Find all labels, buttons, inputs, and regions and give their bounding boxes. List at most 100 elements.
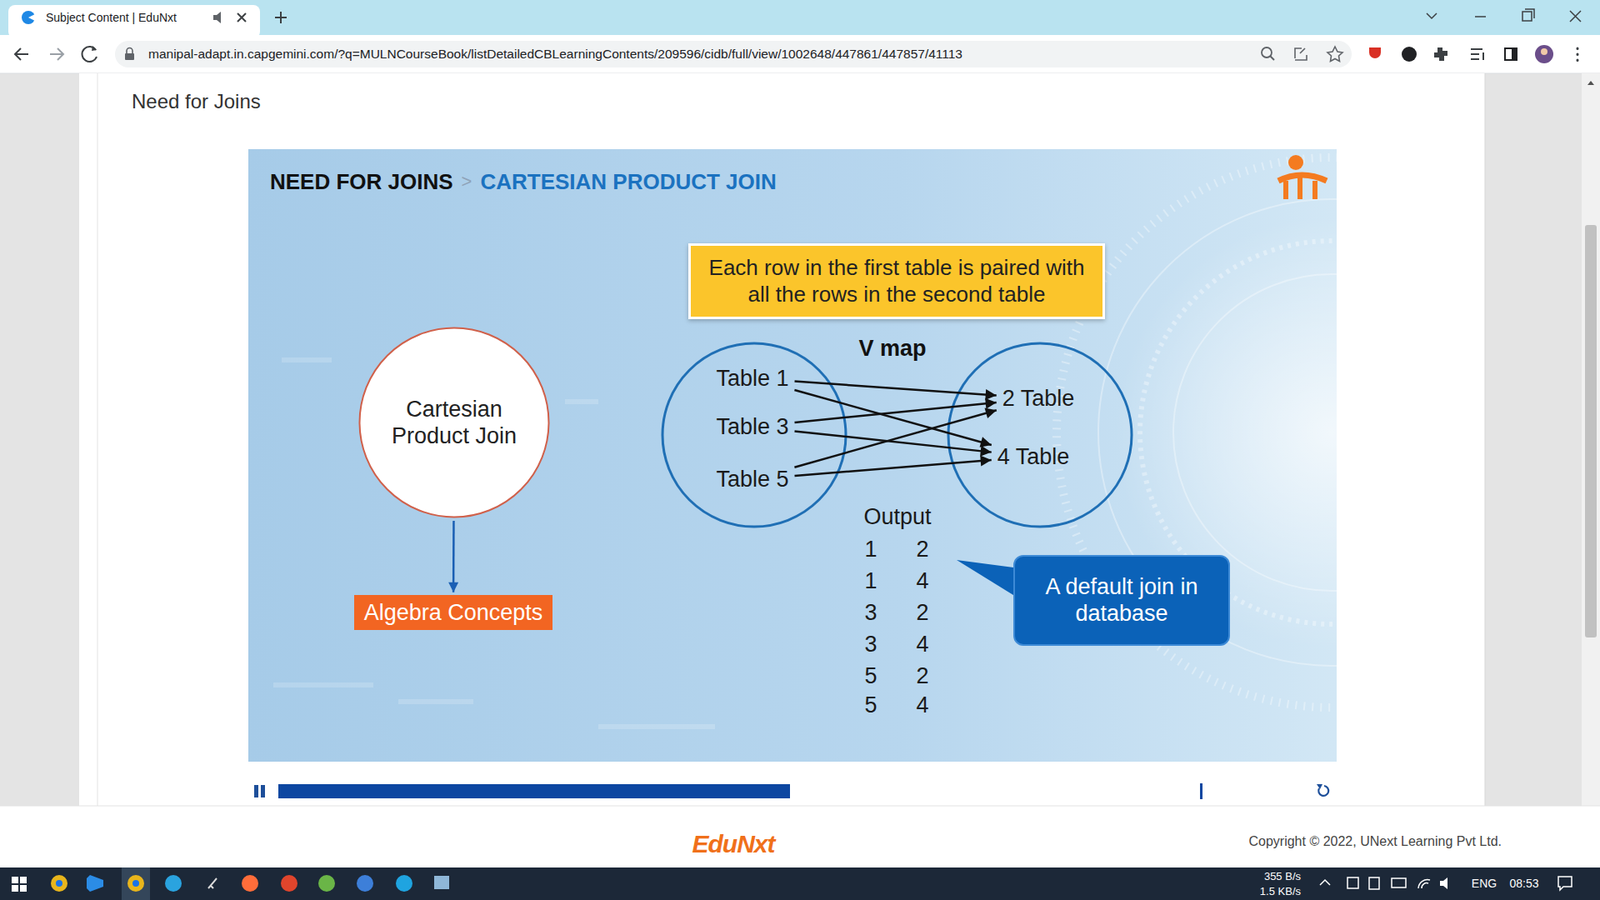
node-text: Algebra Concepts <box>364 599 544 626</box>
concept-circle: Cartesian Product Join <box>358 326 550 519</box>
app-icon <box>86 875 104 892</box>
output-cell: 3 <box>864 631 877 658</box>
mute-icon <box>213 11 221 24</box>
favicon-mark <box>28 14 36 21</box>
set-circle <box>948 343 1132 527</box>
output-cell: 1 <box>864 536 877 563</box>
slide-title-part: NEED FOR JOINS <box>270 169 454 195</box>
copyright: Copyright © 2022, UNext Learning Pvt Ltd… <box>1248 834 1502 850</box>
bookmark-icon <box>1327 46 1343 62</box>
url-text: manipal-adapt.in.capgemini.com/?q=MULNCo… <box>148 46 963 62</box>
node-text: Each row in the first table is paired wi… <box>705 254 1088 309</box>
language-indicator: ENG <box>1471 876 1497 890</box>
reload-icon <box>82 46 97 62</box>
connector-arrow <box>795 460 992 476</box>
lock-shackle <box>126 48 133 55</box>
connector-arrow <box>452 520 455 593</box>
app-icon <box>55 880 63 887</box>
banner-note: Each row in the first table is paired wi… <box>688 243 1105 320</box>
output-heading: Output <box>863 504 931 530</box>
new-tab-icon <box>275 11 287 24</box>
set-circle <box>662 343 846 527</box>
app-icon <box>356 875 374 892</box>
output-cell: 2 <box>915 600 929 626</box>
connector-arrow <box>795 430 992 452</box>
network-speed: 355 B/s <box>1264 870 1301 884</box>
profile-avatar <box>1535 45 1554 64</box>
footer <box>0 805 1600 868</box>
restore-icon <box>1522 11 1532 21</box>
start-button <box>11 876 27 892</box>
card-border <box>97 73 99 806</box>
connector-arrow <box>794 410 996 468</box>
forward-icon <box>50 48 64 60</box>
output-cell: 4 <box>915 692 929 719</box>
tray-icon <box>1369 877 1380 890</box>
slide: NEED FOR JOINS>CARTESIAN PRODUCT JOINV m… <box>248 149 1337 762</box>
progress-bar <box>278 784 790 799</box>
footer-border <box>0 805 1600 807</box>
volume-icon <box>1440 877 1448 890</box>
progress-marker <box>1200 783 1203 800</box>
table-label: 4 Table <box>994 441 1074 472</box>
scroll-up <box>1587 80 1595 85</box>
table-label: Table 5 <box>712 464 792 495</box>
slide-heading: NEED FOR JOINS > CARTESIAN PRODUCT JOIN <box>270 169 777 195</box>
node-text: 2 Table <box>1002 385 1075 412</box>
app-icon <box>50 875 68 892</box>
scrollbar-thumb <box>1585 225 1597 638</box>
extensions-icon <box>1434 47 1448 61</box>
pause-icon <box>254 785 259 798</box>
tab-title: Subject Content | EduNxt <box>45 10 177 25</box>
tab-search-icon <box>1426 13 1437 19</box>
tray-icon <box>1347 877 1359 889</box>
extension-icon <box>1401 46 1417 62</box>
connector-arrow <box>795 381 997 396</box>
network-speed: 1.5 KB/s <box>1260 885 1301 899</box>
output-cell: 3 <box>864 600 877 626</box>
app-icon <box>434 875 450 890</box>
node-text: Cartesian Product Join <box>375 395 534 450</box>
lock-icon <box>125 53 135 60</box>
page-heading: Need for Joins <box>131 90 261 114</box>
circle-shape <box>360 328 550 518</box>
close-window-icon <box>1570 10 1581 22</box>
scrollbar-track <box>1581 73 1600 806</box>
slide-title-part: > <box>461 170 473 193</box>
node-text: Table 1 <box>715 365 789 392</box>
circle-outline <box>358 326 550 519</box>
active-tab <box>8 5 260 39</box>
card-border <box>1485 73 1486 806</box>
node-text: 4 Table <box>997 443 1070 470</box>
app-icon <box>395 875 413 892</box>
pause-icon <box>260 785 265 798</box>
minimize-icon <box>1475 15 1486 18</box>
toolbar <box>0 35 1600 74</box>
side-panel-fill <box>1511 48 1517 60</box>
concept-box: Algebra Concepts <box>354 595 554 630</box>
zoom-handle <box>1270 55 1275 60</box>
connector-arrow <box>794 390 991 445</box>
table-label: Table 3 <box>712 411 792 442</box>
callout-bubble: A default join in database <box>1013 555 1230 646</box>
brand-logo: EduNxt <box>692 830 775 860</box>
output-cell: 5 <box>864 663 877 690</box>
notification-icon <box>1558 876 1572 890</box>
output-cell: 1 <box>864 568 877 595</box>
media-icon <box>1470 49 1484 60</box>
back-icon <box>15 48 29 60</box>
battery-icon <box>1391 878 1406 888</box>
output-cell: 4 <box>915 568 929 595</box>
table-label: Table 1 <box>712 363 792 394</box>
side-panel-icon <box>1505 48 1517 60</box>
output-cell: 2 <box>915 536 929 563</box>
app-icon <box>132 880 140 887</box>
profile-face <box>1540 48 1548 55</box>
replay-arrow <box>1316 784 1323 790</box>
node-text: Table 3 <box>715 413 789 440</box>
share-icon <box>1295 48 1307 60</box>
output-cell: 2 <box>915 663 929 690</box>
node-text: A default join in database <box>1028 573 1215 628</box>
slide-title-part: CARTESIAN PRODUCT JOIN <box>480 169 776 195</box>
